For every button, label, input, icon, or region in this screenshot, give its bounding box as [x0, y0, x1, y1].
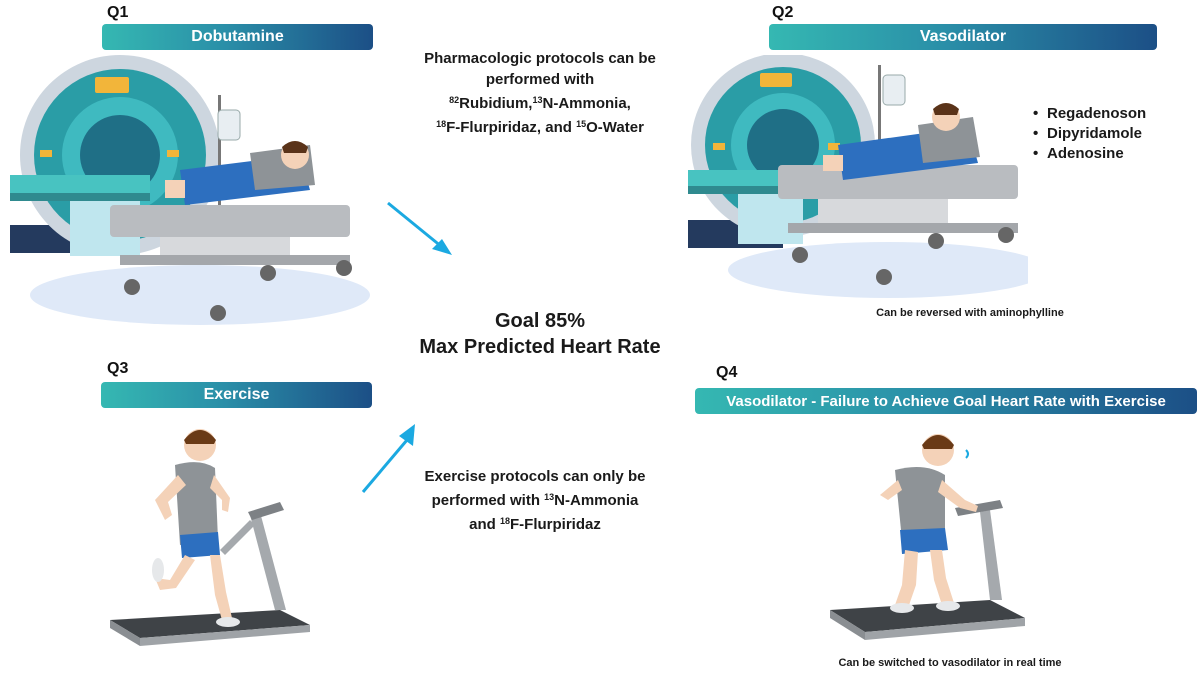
treadmill-fatigue-illustration — [830, 434, 1025, 640]
vasodilator-list: Regadenoson Dipyridamole Adenosine — [1033, 104, 1146, 164]
n-name: N-Ammonia, — [542, 95, 631, 112]
pharm-line4: 18F-Flurpiridaz, and 15O-Water — [410, 114, 670, 138]
q3-banner: Exercise — [101, 382, 372, 408]
exercise-line3-pre: and — [469, 516, 500, 533]
o-name: O-Water — [586, 119, 644, 136]
q2-caption: Can be reversed with aminophylline — [876, 307, 1064, 319]
q4-caption: Can be switched to vasodilator in real t… — [838, 657, 1062, 669]
f-mass: 18 — [436, 119, 447, 129]
pharm-protocol-text: Pharmacologic protocols can be performed… — [410, 48, 670, 138]
pet-scanner-vasodilator-illustration — [688, 55, 1028, 298]
exercise-line2: performed with 13N-Ammonia — [405, 487, 665, 511]
pharm-line2: performed with — [485, 71, 595, 88]
goal-text: Goal 85% Max Predicted Heart Rate — [395, 308, 685, 360]
ex-n-name: N-Ammonia — [554, 492, 639, 509]
rb-mass: 82 — [449, 95, 460, 105]
pharm-line1: Pharmacologic protocols can be — [424, 50, 656, 67]
pharm-line3: 82Rubidium,13N-Ammonia, — [410, 90, 670, 114]
exercise-line2-pre: performed with — [431, 492, 545, 509]
pet-scanner-dobutamine-illustration — [10, 55, 370, 325]
ex-f-mass: 18 — [500, 516, 511, 526]
exercise-line1: Exercise protocols can only be — [424, 468, 646, 485]
rb-name: Rubidium, — [459, 95, 533, 112]
sweat-drop-icon — [965, 449, 969, 459]
q2-label: Q2 — [772, 4, 794, 21]
o-mass: 15 — [576, 119, 587, 129]
exercise-line3: and 18F-Flurpiridaz — [405, 511, 665, 535]
exercise-protocol-text: Exercise protocols can only be performed… — [405, 466, 665, 535]
goal-line2: Max Predicted Heart Rate — [419, 336, 661, 358]
q1-banner: Dobutamine — [102, 24, 373, 50]
n-mass: 13 — [532, 95, 543, 105]
q3-label: Q3 — [107, 360, 129, 377]
treadmill-exercise-illustration — [110, 429, 310, 646]
arrow-down-right-icon — [387, 201, 452, 255]
arrow-up-right-icon — [361, 424, 415, 493]
q1-label: Q1 — [107, 4, 129, 21]
q4-banner: Vasodilator - Failure to Achieve Goal He… — [695, 388, 1197, 414]
vasodilator-item-dipyridamole: Dipyridamole — [1033, 124, 1146, 144]
goal-line1: Goal 85% — [494, 310, 586, 332]
vasodilator-item-adenosine: Adenosine — [1033, 144, 1146, 164]
ex-n-mass: 13 — [544, 492, 555, 502]
q4-label: Q4 — [716, 364, 738, 381]
q2-banner: Vasodilator — [769, 24, 1157, 50]
f-name: F-Flurpiridaz, and — [446, 119, 577, 136]
ex-f-name: F-Flurpiridaz — [510, 516, 601, 533]
vasodilator-item-regadenoson: Regadenoson — [1033, 104, 1146, 124]
